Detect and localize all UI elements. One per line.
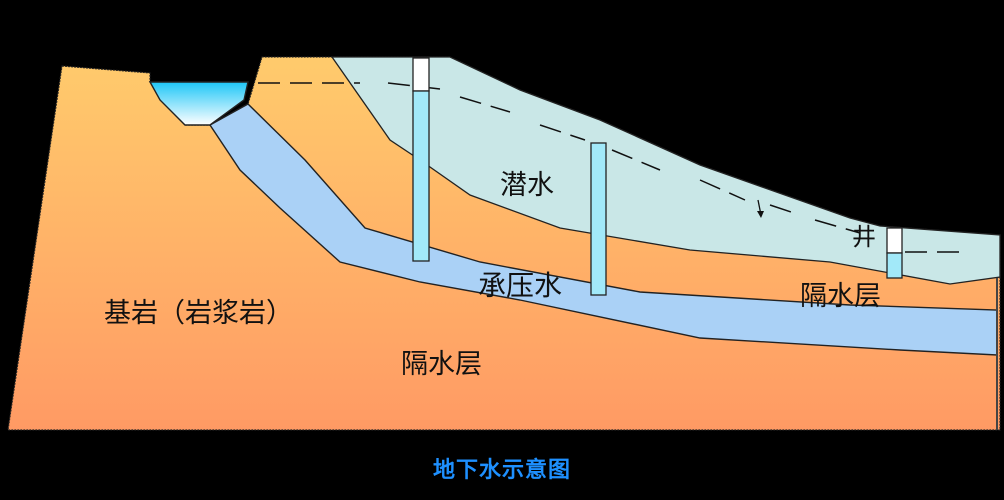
well-3 [886, 227, 903, 279]
label-well: 井 [852, 223, 876, 251]
label-bedrock: 基岩（岩浆岩） [104, 298, 293, 329]
phreatic-water-zone [330, 56, 1001, 285]
stream-channel [148, 81, 249, 126]
diagram-caption: 地下水示意图 [432, 458, 571, 483]
well-1 [412, 57, 430, 262]
water-table-line [258, 82, 965, 253]
well-2 [590, 142, 607, 296]
label-aquiclude-right: 隔水层 [800, 281, 881, 312]
arrowhead-icon [757, 211, 764, 218]
label-confined-water: 承压水 [478, 269, 563, 302]
label-aquiclude-lower: 隔水层 [401, 349, 482, 380]
label-phreatic-water: 潜水 [500, 170, 554, 201]
